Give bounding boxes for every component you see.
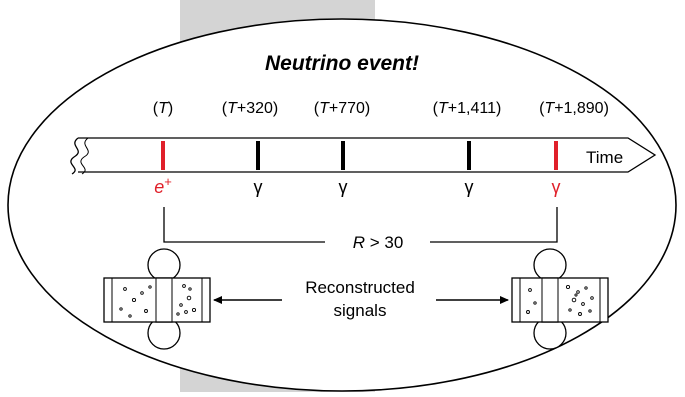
event-time-3: (T+770) bbox=[314, 100, 370, 117]
event-particle-1: e+ bbox=[154, 174, 172, 197]
diagram-title: Neutrino event! bbox=[265, 52, 419, 75]
detector-left bbox=[103, 248, 211, 350]
event-particle-4: γ bbox=[465, 177, 474, 197]
time-axis-label: Time bbox=[586, 148, 623, 167]
event-time-2: (T+320) bbox=[222, 100, 278, 117]
time-axis bbox=[70, 137, 657, 175]
event-particle-2: γ bbox=[254, 177, 263, 197]
bracket-label: R > 30 bbox=[353, 233, 404, 252]
event-particle-5: γ bbox=[552, 177, 561, 197]
event-time-5: (T+1,890) bbox=[539, 100, 609, 117]
event-time-1: (T) bbox=[153, 100, 173, 117]
caption-line-1: Reconstructed bbox=[305, 278, 415, 297]
detector-right bbox=[511, 248, 609, 350]
bracket-line bbox=[163, 207, 558, 243]
caption-line-2: signals bbox=[334, 301, 387, 320]
event-particle-3: γ bbox=[339, 177, 348, 197]
event-time-4: (T+1,411) bbox=[433, 100, 502, 117]
